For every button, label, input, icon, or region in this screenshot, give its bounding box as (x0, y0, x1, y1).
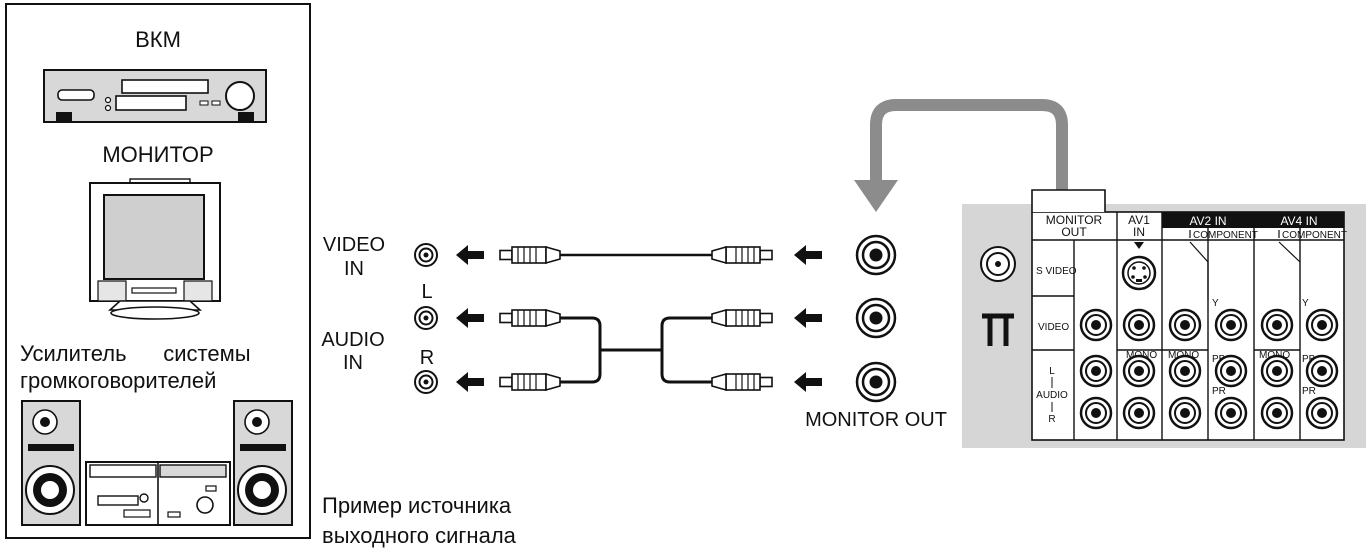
monitor-icon (89, 178, 221, 320)
speaker-left-icon (21, 400, 81, 526)
av4-y-jack (1305, 308, 1339, 342)
video-in-label-2: IN (344, 258, 364, 280)
av4-video-jack (1260, 308, 1294, 342)
vcr-label: ВКМ (135, 27, 181, 52)
monitor-out-audio-r-jack (855, 361, 897, 403)
panel-av2-pb: PB (1212, 354, 1226, 365)
arrow-left-icon (456, 372, 484, 392)
panel-s-video-label: S VIDEO (1036, 266, 1077, 277)
av1-r-jack (1122, 396, 1156, 430)
av4-in-header (1254, 212, 1344, 228)
audio-r-input-jack (414, 370, 438, 394)
av2-pr-jack (1214, 396, 1248, 430)
monitor-out-tab (1031, 189, 1106, 212)
video-in-label-1: VIDEO (323, 234, 385, 256)
panel-av2-pr: PR (1212, 386, 1226, 397)
panel-av2-y: Y (1212, 298, 1219, 309)
av2-video-jack (1168, 308, 1202, 342)
av2-in-header (1162, 212, 1254, 228)
video-input-jack (414, 243, 438, 267)
callout-arrow (854, 99, 1068, 212)
av4-r-jack (1260, 396, 1294, 430)
vcr-icon (43, 69, 267, 123)
arrow-left-icon (794, 245, 822, 265)
panel-av1-2: IN (1133, 225, 1145, 239)
panel-av4-component: COMPONENT (1282, 230, 1347, 241)
monitor-out-label: MONITOR OUT (805, 409, 947, 431)
panel-av4-in: AV4 IN (1280, 214, 1317, 228)
monitor-out-audio-l-jack (855, 297, 897, 339)
arrow-left-icon (456, 245, 484, 265)
av2-pb-jack (1214, 354, 1248, 388)
panel-av2-in: AV2 IN (1189, 214, 1226, 228)
s-video-jack (1121, 255, 1157, 291)
antenna-jack (980, 246, 1016, 346)
av4-pb-jack (1305, 354, 1339, 388)
amplifier-label-line2: громкоговорителей (20, 368, 216, 393)
panel-video-label: VIDEO (1038, 322, 1069, 333)
av1-video-jack (1122, 308, 1156, 342)
audio-in-label-2: IN (343, 352, 363, 374)
panel-grid-lines (1032, 212, 1344, 440)
panel-av4-y: Y (1302, 298, 1309, 309)
arrow-left-icon (456, 308, 484, 328)
av4-pr-jack (1305, 396, 1339, 430)
speaker-right-icon (233, 400, 293, 526)
caption-line1: Пример источника (322, 493, 512, 518)
audio-l-input-jack (414, 306, 438, 330)
right-channel-label: R (420, 347, 434, 369)
av1-arrow-icon (1134, 242, 1144, 249)
panel-monitor-out-2: OUT (1061, 225, 1087, 239)
av2-y-jack (1214, 308, 1248, 342)
caption-line2: выходного сигнала (322, 523, 517, 548)
monitor-out-video-jack (855, 234, 897, 276)
panel-av2-component: COMPONENT (1193, 230, 1258, 241)
av1-l-jack (1122, 354, 1156, 388)
arrow-left-icon (794, 308, 822, 328)
monitor-label: МОНИТОР (102, 142, 213, 167)
audio-in-label-1: AUDIO (321, 329, 384, 351)
panel-audio-l: L (1049, 366, 1055, 377)
panel-av4-pr: PR (1302, 386, 1316, 397)
monitor-out-r-panel-jack (1079, 396, 1113, 430)
monitor-out-video-panel-jack (1079, 308, 1113, 342)
video-cable (499, 246, 773, 264)
audio-cable (499, 309, 773, 391)
panel-audio: AUDIO (1036, 390, 1068, 401)
av2-l-jack (1168, 354, 1202, 388)
panel-monitor-out-1: MONITOR (1046, 213, 1103, 227)
panel-av1-1: AV1 (1128, 213, 1150, 227)
stereo-system-icon (85, 461, 231, 526)
av2-r-jack (1168, 396, 1202, 430)
left-channel-label: L (421, 281, 432, 303)
panel-audio-r: R (1048, 414, 1055, 425)
panel-av4-pb: PB (1302, 354, 1316, 365)
amplifier-label-line1: Усилитель системы (20, 341, 251, 366)
arrow-left-icon (794, 372, 822, 392)
av4-l-jack (1260, 354, 1294, 388)
monitor-out-l-panel-jack (1079, 354, 1113, 388)
